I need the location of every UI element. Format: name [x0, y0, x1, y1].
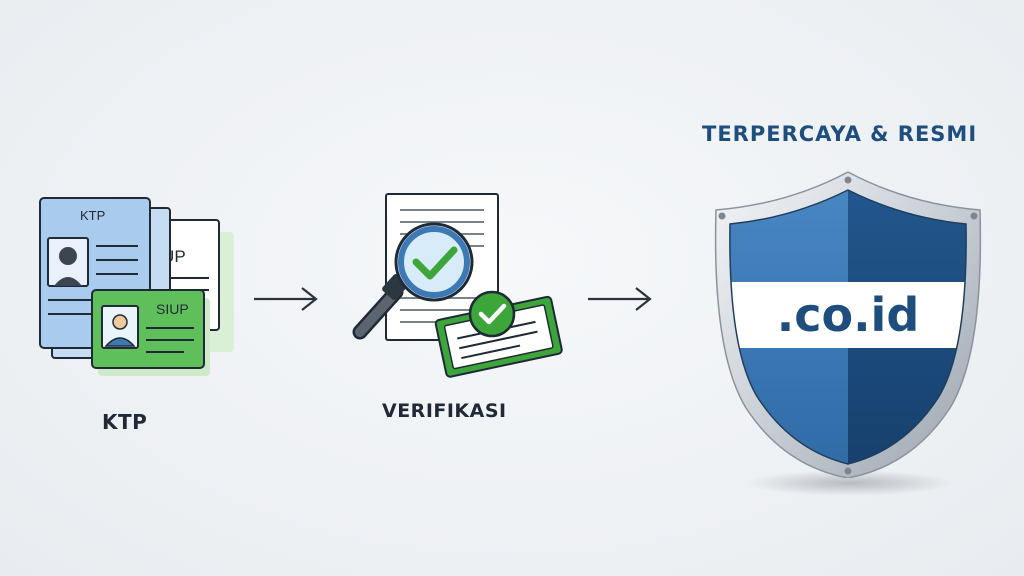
domain-banner [729, 282, 967, 348]
ktp-card-title: KTP [80, 208, 105, 223]
step-result-label: TERPERCAYA & RESMI [702, 122, 978, 146]
step-verification-label: VERIFIKASI [382, 400, 507, 422]
document-stack-icon: SIUP KTP SIUP [39, 197, 234, 376]
siup-front-title: SIUP [156, 301, 189, 317]
arrow-right-icon [588, 287, 652, 311]
arrow-right-icon [254, 287, 318, 311]
step-documents-label: KTP [102, 410, 148, 434]
domain-text: .co.id [777, 288, 920, 342]
magnifier-check-icon [352, 193, 563, 378]
shield-icon: .co.id [714, 171, 982, 478]
